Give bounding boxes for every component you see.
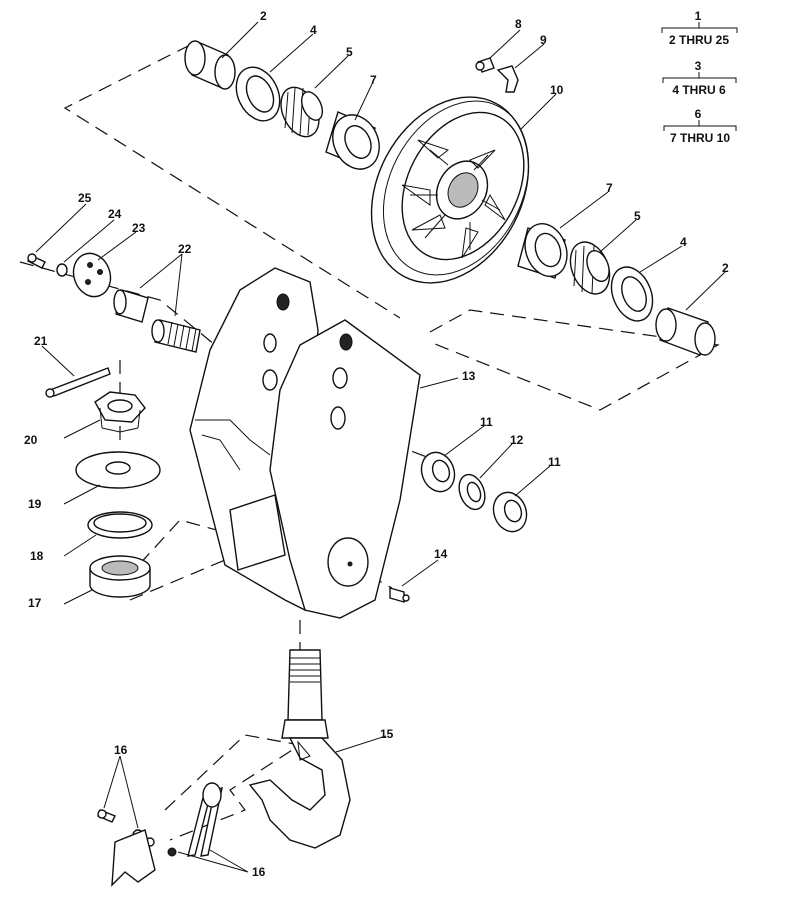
callout-4-right: 4 [680,235,687,249]
callout-21: 21 [34,334,48,348]
callout-15: 15 [380,727,394,741]
callout-17: 17 [28,596,42,610]
part-13-block-frame [189,267,421,619]
part-20-castle-nut [94,391,146,433]
part-10-sheave [370,96,530,284]
part-4-seal-top [235,66,281,122]
part-16-hardware [97,782,223,887]
legend-item-number: 1 [695,9,702,23]
callout-numbers: 2 4 5 7 8 9 10 7 5 4 2 25 24 23 22 21 20… [24,9,729,879]
callout-7-right: 7 [606,181,613,195]
legend-item-range: 7 THRU 10 [670,131,730,145]
part-9-elbow [496,65,519,93]
legend-group-3: 6 7 THRU 10 [663,107,737,145]
part-5-bearing-cone-right [569,241,611,295]
part-14-grease-fitting [389,587,410,603]
legend-item-number: 3 [695,59,702,73]
part-5-bearing-cone-top [280,86,324,138]
part-23-retainer-plate [72,252,112,298]
part-11-nut-left [420,451,456,493]
part-7-bearing-cup-top [325,111,380,170]
legend-group-2: 3 4 THRU 6 [662,59,737,97]
callout-13: 13 [462,369,476,383]
callout-19: 19 [28,497,42,511]
callout-11-right: 11 [548,455,561,469]
legend-item-range: 4 THRU 6 [672,83,726,97]
callout-7-top: 7 [370,73,377,87]
part-11-nut-right [492,491,528,533]
callout-16-top: 16 [114,743,128,757]
part-4-seal-right [610,266,654,322]
callout-24: 24 [108,207,122,221]
callout-2-top: 2 [260,9,267,23]
callout-5-top: 5 [346,45,353,59]
callout-20: 20 [24,433,38,447]
callout-16-bottom: 16 [252,865,266,879]
part-2-bushing-right [655,307,716,356]
callout-25: 25 [78,191,92,205]
callout-10: 10 [550,83,564,97]
callout-2-right: 2 [722,261,729,275]
part-19-washer [75,451,161,489]
callout-4-top: 4 [310,23,317,37]
callout-18: 18 [30,549,44,563]
callout-22: 22 [178,242,192,256]
part-21-cotter-pin [45,367,111,398]
callout-5-right: 5 [634,209,641,223]
part-17-thrust-bearing [89,555,151,598]
part-24-lockwasher [56,263,68,277]
callout-12: 12 [510,433,524,447]
assembly-lines [19,44,720,841]
callout-8: 8 [515,17,522,31]
part-18-retaining-ring [87,511,153,539]
part-12-washer [458,473,486,511]
legend-item-range: 2 THRU 25 [669,33,729,47]
part-2-bushing-top [184,40,236,90]
callout-11-left: 11 [480,415,493,429]
part-22-bushing-and-shaft [113,289,201,353]
legend-item-number: 6 [695,107,702,121]
leader-lines [35,21,726,873]
part-15-hook [248,649,351,849]
callout-9: 9 [540,33,547,47]
part-7-bearing-cup-right [517,223,568,279]
callout-14: 14 [434,547,448,561]
part-25-screw [27,253,46,269]
legend-group-1: 1 2 THRU 25 [661,9,738,47]
callout-23: 23 [132,221,146,235]
legend: 1 2 THRU 25 3 4 THRU 6 6 7 THRU 10 [661,9,738,145]
part-8-grease-fitting [475,57,495,73]
